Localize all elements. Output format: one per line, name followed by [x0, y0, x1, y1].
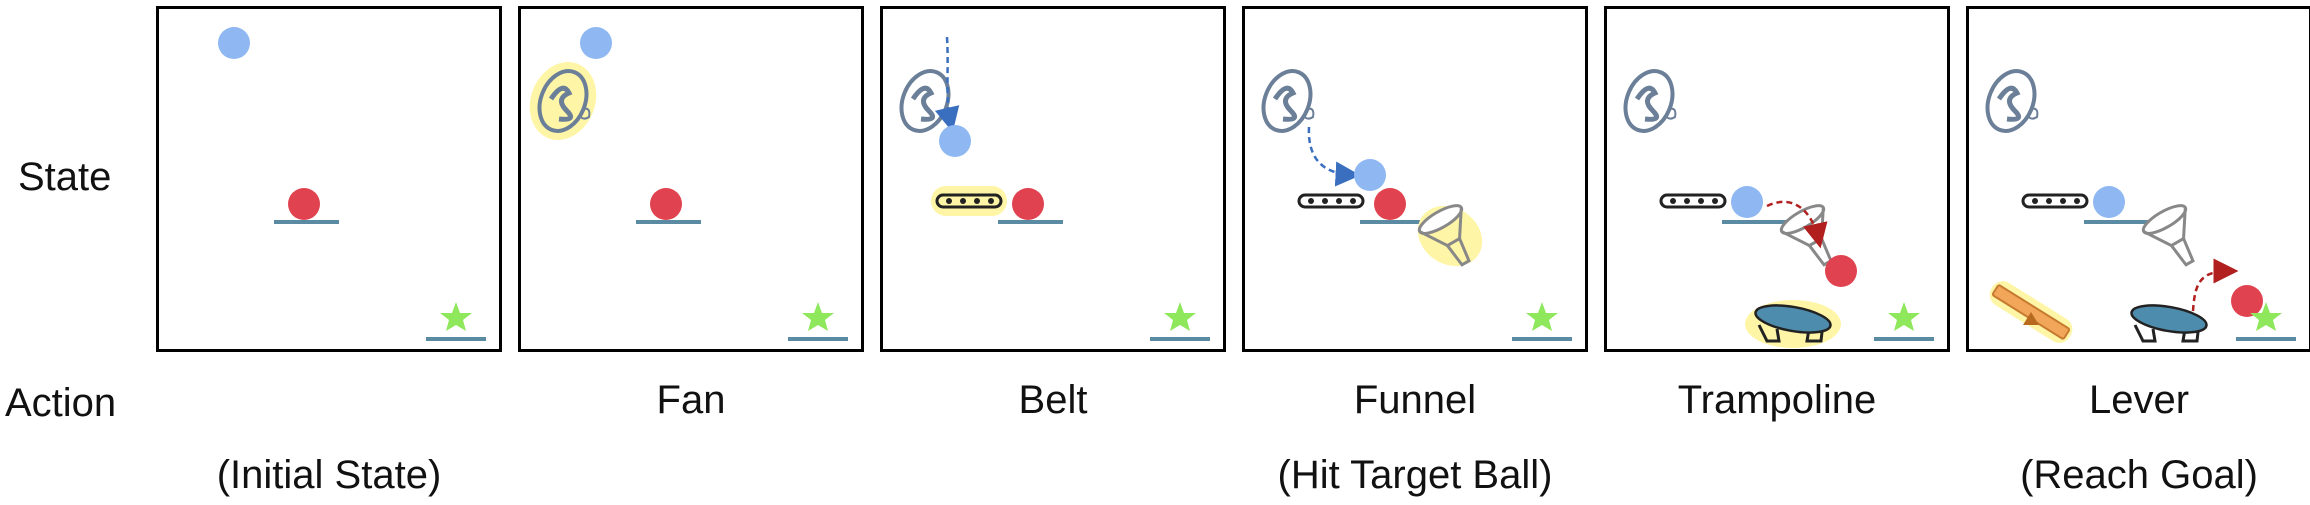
action-label-funnel: Funnel — [1353, 378, 1477, 422]
red-trajectory-arrow — [2191, 258, 2239, 312]
red-target-ball — [288, 188, 320, 220]
funnel-icon — [2141, 204, 2195, 267]
trampoline-icon — [2130, 304, 2208, 343]
action-label-belt: Belt — [1018, 378, 1088, 422]
goal-star-icon — [802, 302, 834, 331]
conveyor-belt-icon — [1659, 193, 1727, 209]
action-label-trampoline: Trampoline — [1677, 378, 1877, 422]
panel-initial-state — [156, 6, 502, 352]
note-hit-target-ball: (Hit Target Ball) — [1277, 453, 1553, 497]
panel-belt — [880, 6, 1226, 352]
fan-icon — [1261, 69, 1315, 133]
blue-ball — [580, 27, 612, 59]
belt-highlight — [931, 186, 1007, 216]
panel-lever — [1966, 6, 2310, 352]
red-trajectory-arrow — [1766, 200, 1828, 249]
panel-funnel — [1242, 6, 1588, 352]
blue-ball — [939, 125, 971, 157]
blue-ball — [1354, 159, 1386, 191]
funnel-icon — [1417, 204, 1471, 267]
red-target-ball — [1825, 255, 1857, 287]
panel-fan — [518, 6, 864, 352]
fan-icon — [1623, 69, 1677, 133]
trampoline-icon — [1754, 304, 1832, 343]
conveyor-belt-icon — [2021, 193, 2089, 209]
goal-star-icon — [1888, 302, 1920, 331]
state-row-label: State — [18, 155, 112, 199]
goal-star-icon — [440, 302, 472, 331]
conveyor-belt-icon — [1297, 193, 1365, 209]
action-label-lever: Lever — [2088, 378, 2190, 422]
fan-icon — [1985, 69, 2039, 133]
red-target-ball — [2231, 285, 2263, 317]
blue-trajectory-arrow — [1307, 126, 1361, 187]
goal-star-icon — [2250, 302, 2282, 331]
blue-ball — [218, 27, 250, 59]
action-row-label: Action — [5, 381, 117, 425]
blue-ball — [2093, 186, 2125, 218]
panel-trampoline — [1604, 6, 1950, 352]
goal-star-icon — [1164, 302, 1196, 331]
red-target-ball — [1012, 188, 1044, 220]
note-reach-goal: (Reach Goal) — [2020, 453, 2258, 497]
red-target-ball — [650, 188, 682, 220]
note-initial-state: (Initial State) — [216, 453, 442, 497]
red-target-ball — [1374, 188, 1406, 220]
goal-star-icon — [1526, 302, 1558, 331]
fan-icon — [537, 69, 591, 133]
lever-icon — [1991, 284, 2071, 340]
conveyor-belt-icon — [935, 193, 1003, 209]
blue-trajectory-arrow — [934, 36, 960, 133]
action-label-fan: Fan — [656, 378, 726, 422]
blue-ball — [1731, 186, 1763, 218]
